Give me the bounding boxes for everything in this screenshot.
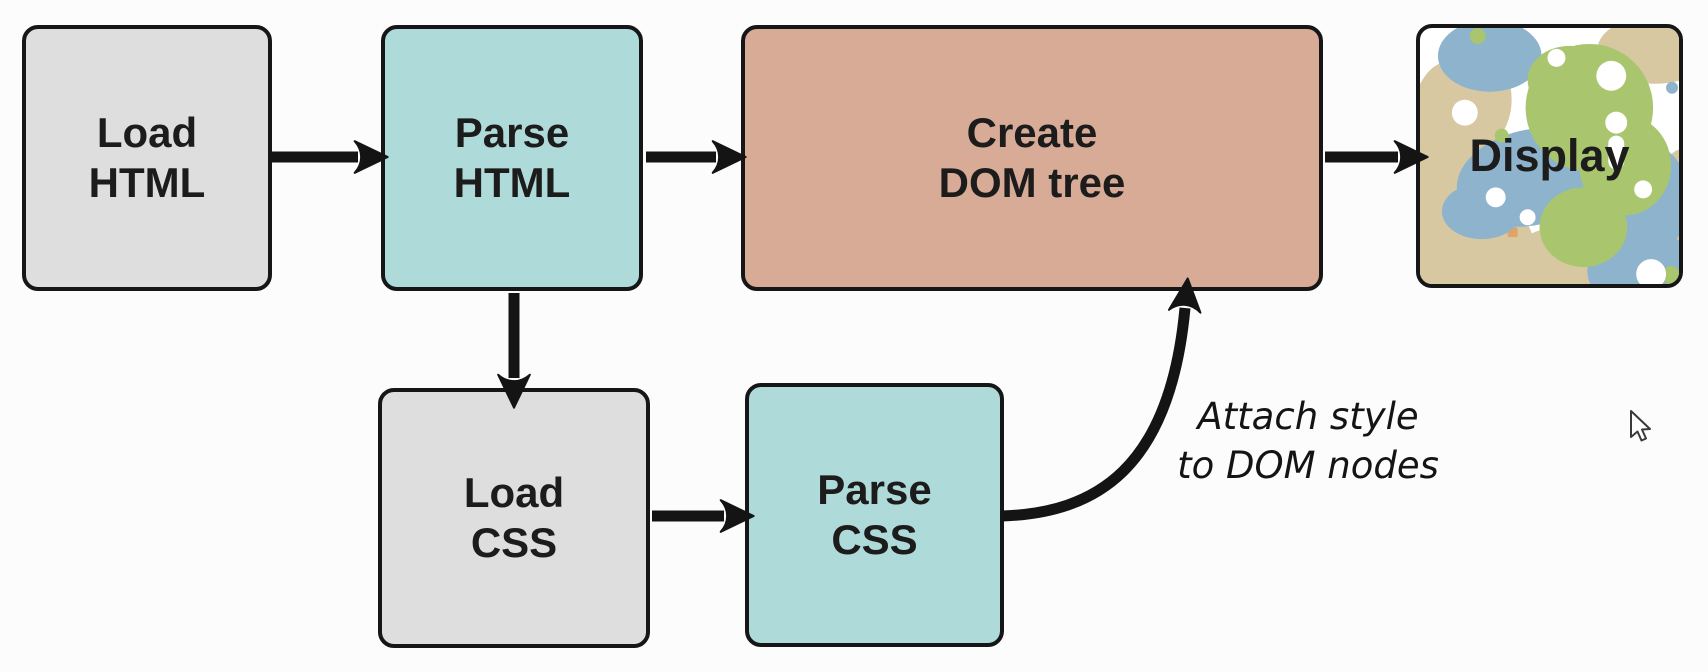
- node-parse-css: Parse CSS: [745, 383, 1004, 647]
- mouse-cursor-icon: [1630, 410, 1651, 442]
- node-load-html: Load HTML: [22, 25, 272, 291]
- node-load-css: Load CSS: [378, 388, 650, 648]
- node-parse-html-label: Parse HTML: [453, 109, 571, 206]
- node-display-label: Display: [1469, 130, 1630, 182]
- edge-label-attach-style: Attach style to DOM nodes: [1177, 395, 1439, 487]
- node-parse-html: Parse HTML: [381, 25, 643, 291]
- node-load-css-label: Load CSS: [463, 469, 565, 566]
- node-create-dom-tree: Create DOM tree: [741, 25, 1323, 291]
- node-parse-css-label: Parse CSS: [817, 466, 932, 563]
- node-create-dom-tree-label: Create DOM tree: [938, 109, 1126, 206]
- node-load-html-label: Load HTML: [88, 109, 206, 206]
- node-display: Display: [1416, 24, 1683, 288]
- display-blob-pattern: [1420, 28, 1679, 284]
